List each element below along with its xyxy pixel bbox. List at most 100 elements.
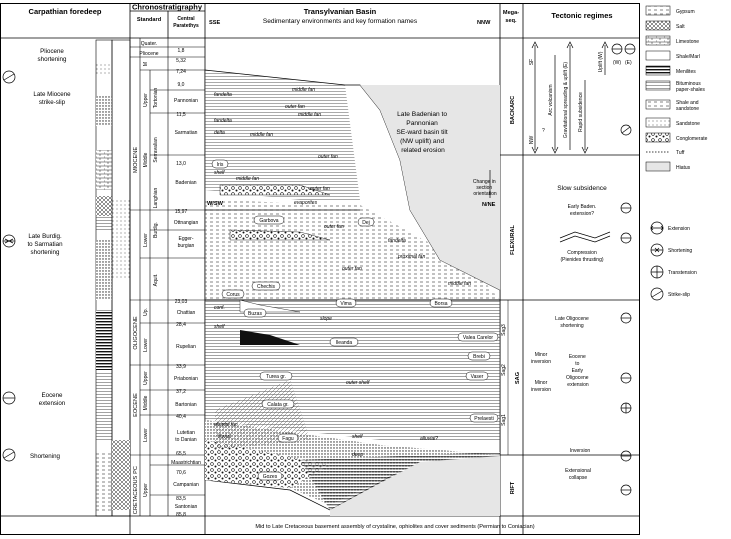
svg-text:Gozes: Gozes xyxy=(263,474,278,480)
formation-borsa: Borsa xyxy=(429,298,453,308)
megaseq-rift: RIFT xyxy=(510,481,516,494)
sub-middle-mio: Middle xyxy=(143,152,149,167)
svg-text:Iris: Iris xyxy=(217,162,224,168)
fan-label: evaporites xyxy=(294,200,318,206)
formation-vima: Vima xyxy=(335,298,357,308)
fan-label: delta xyxy=(214,130,225,136)
svg-text:Borsa: Borsa xyxy=(434,301,447,307)
svg-text:Corus: Corus xyxy=(226,292,240,298)
paratethys-header-1: Central xyxy=(177,16,195,22)
strike-slip-icon xyxy=(2,70,16,84)
stage-priabonian: Priabonian xyxy=(174,376,198,382)
epoch-pc: PC xyxy=(133,466,139,474)
stage-eggenburgian: Egger-burgian xyxy=(178,236,195,249)
sse-label: SSE xyxy=(209,20,220,26)
age-13: 65,5 xyxy=(176,451,186,457)
age-4: 9,0 xyxy=(178,82,185,88)
sub-lower-oli: Lower xyxy=(143,338,149,352)
carp-regime-icons xyxy=(2,70,16,462)
epoch-miocene: MIOCENE xyxy=(133,147,139,173)
compression-label: Compression(Pienides thrusting) xyxy=(560,250,603,263)
formation-calata: Calata gr. xyxy=(261,399,295,409)
change-note: Change in section orientation xyxy=(473,179,497,197)
age-10: 33,9 xyxy=(176,364,186,370)
epoch-pliocene: Pliocene xyxy=(139,51,158,57)
sf-label: SF xyxy=(529,59,535,65)
epoch-cretaceous: CRETACEOUS xyxy=(133,476,139,515)
top-regime-icons xyxy=(611,43,636,55)
sag3-label: Sag3 xyxy=(501,324,507,336)
fan-label: deep xyxy=(352,452,363,458)
stage-santonian: Santonian xyxy=(175,504,198,510)
megaseq-flexural: FLEXURAL xyxy=(510,225,516,255)
svg-text:Buzas: Buzas xyxy=(248,311,262,317)
formation-iris: Iris xyxy=(211,159,229,169)
wsw-label: W/SW xyxy=(207,201,224,207)
compression-icon xyxy=(559,231,611,243)
megaseq-sag: SAG xyxy=(515,372,521,384)
footer-note: Mid to Late Cretaceous basement assembly… xyxy=(255,524,534,530)
formation-brebi: Brebi xyxy=(467,351,491,361)
stage-burdig: Burdig. xyxy=(153,222,159,238)
carp-event-shortening: Shortening xyxy=(30,453,60,460)
legend-conglomerate: Conglomerate xyxy=(676,136,708,142)
legend-gypsum: Gypsum xyxy=(676,9,695,15)
strike-slip-icon-2 xyxy=(2,448,16,462)
fan-label: middle fan xyxy=(292,87,315,93)
svg-text:Prelaesti: Prelaesti xyxy=(474,416,493,422)
formation-chechis: Chechis xyxy=(251,281,281,291)
legend-menilites: Menilites xyxy=(676,69,696,75)
legend-shale: Shale/Marl xyxy=(676,54,700,60)
sub-upper-eo: Upper xyxy=(143,371,149,385)
svg-text:Turea gr.: Turea gr. xyxy=(266,374,286,380)
formation-gozes: Gozes xyxy=(257,471,283,481)
age-15: 83,5 xyxy=(176,496,186,502)
age-2: 5,32 xyxy=(176,58,186,64)
fan-label: proximal fan xyxy=(397,254,425,260)
grav-spreading-label: Gravitational spreading & uplift (E) xyxy=(563,62,569,138)
nw-label: NW xyxy=(529,136,535,145)
age-3: 7,24 xyxy=(176,69,186,75)
svg-text:Fagu: Fagu xyxy=(282,436,294,442)
eocene-extension-label: Eocene to Early Oligocene extension xyxy=(566,354,590,388)
basin-subtitle: Sedimentary environments and key formati… xyxy=(263,18,418,25)
regime-transtension: Transtension xyxy=(668,270,697,276)
regime-legend xyxy=(650,221,664,301)
fan-label: middle fan xyxy=(448,281,471,287)
regime-extension: Extension xyxy=(668,226,690,232)
regime-strikeslip: Strike-slip xyxy=(668,292,690,298)
age-14: 70,6 xyxy=(176,470,186,476)
fan-label: middle fan xyxy=(298,112,321,118)
sub-lower-eo: Lower xyxy=(143,428,149,442)
sub-upper-cr: Upper xyxy=(143,483,149,497)
fan-label: fandelta xyxy=(388,238,406,244)
fan-label: outer fan xyxy=(285,104,305,110)
age-8: 23,03 xyxy=(175,299,188,305)
legend xyxy=(645,5,671,172)
age-9: 28,4 xyxy=(176,322,186,328)
standard-header: Standard xyxy=(137,17,162,23)
fan-label: outer shelf xyxy=(346,380,370,386)
conf-label: conf. xyxy=(214,305,225,311)
sag2-label: Sag2 xyxy=(501,364,507,376)
age-1: 1,8 xyxy=(178,48,185,54)
stage-bartonian: Bartonian xyxy=(175,402,197,408)
uplift-w-label: Uplift (W) xyxy=(598,51,604,72)
formation-ileanda: Ileanda xyxy=(329,337,359,347)
w-label: (W) xyxy=(613,60,621,66)
nnw-label: NNW xyxy=(477,20,491,26)
fan-label: shelf xyxy=(214,170,225,176)
tectonic-header: Tectonic regimes xyxy=(551,11,612,20)
e-label: (E) xyxy=(625,60,632,66)
age-11: 37,2 xyxy=(176,389,186,395)
age-16: 85,8 xyxy=(176,512,186,518)
legend-tuff: Tuff xyxy=(676,150,685,156)
fan-label: fluvial xyxy=(218,434,232,440)
